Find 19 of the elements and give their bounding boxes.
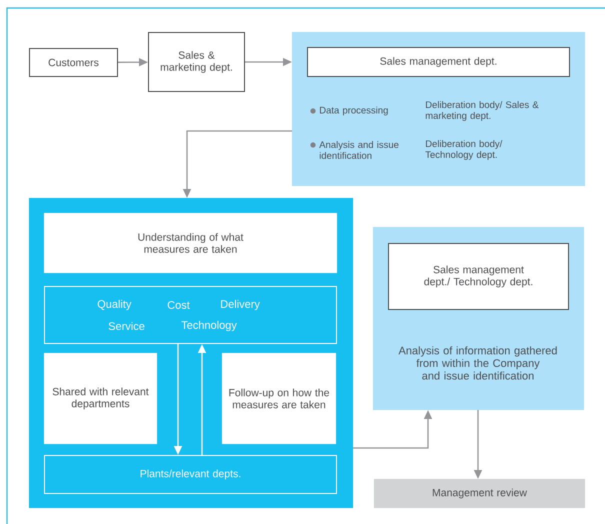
process-box: Sales & marketing dept. (148, 32, 245, 92)
category-label: Cost (168, 301, 190, 309)
process-box: Understanding of what measures are taken (44, 212, 338, 274)
bullet-item: Analysis and issue identification (310, 141, 398, 159)
category-label: Quality (98, 300, 132, 310)
panel-text: Deliberation body/ Technology dept. (425, 140, 502, 160)
bullet-item: Data processing (310, 106, 388, 116)
process-box: Follow-up on how the measures are taken (222, 352, 336, 444)
panel-text: Analysis of information gathered from within the Company and issue identification (398, 346, 557, 380)
category-label: Technology (181, 320, 237, 332)
process-box: Customers (29, 48, 118, 77)
process-box: Plants/relevant depts. (44, 455, 337, 494)
department-box: Sales management dept./ Technology dept. (388, 243, 569, 310)
process-box: Shared with relevant departments (44, 352, 158, 444)
review-box: Management review (374, 478, 586, 508)
panel-text: Deliberation body/ Sales & marketing dept. (426, 101, 539, 121)
category-label: Service (108, 322, 144, 330)
department-box: Sales management dept. (307, 47, 570, 77)
category-label: Delivery (221, 300, 260, 310)
